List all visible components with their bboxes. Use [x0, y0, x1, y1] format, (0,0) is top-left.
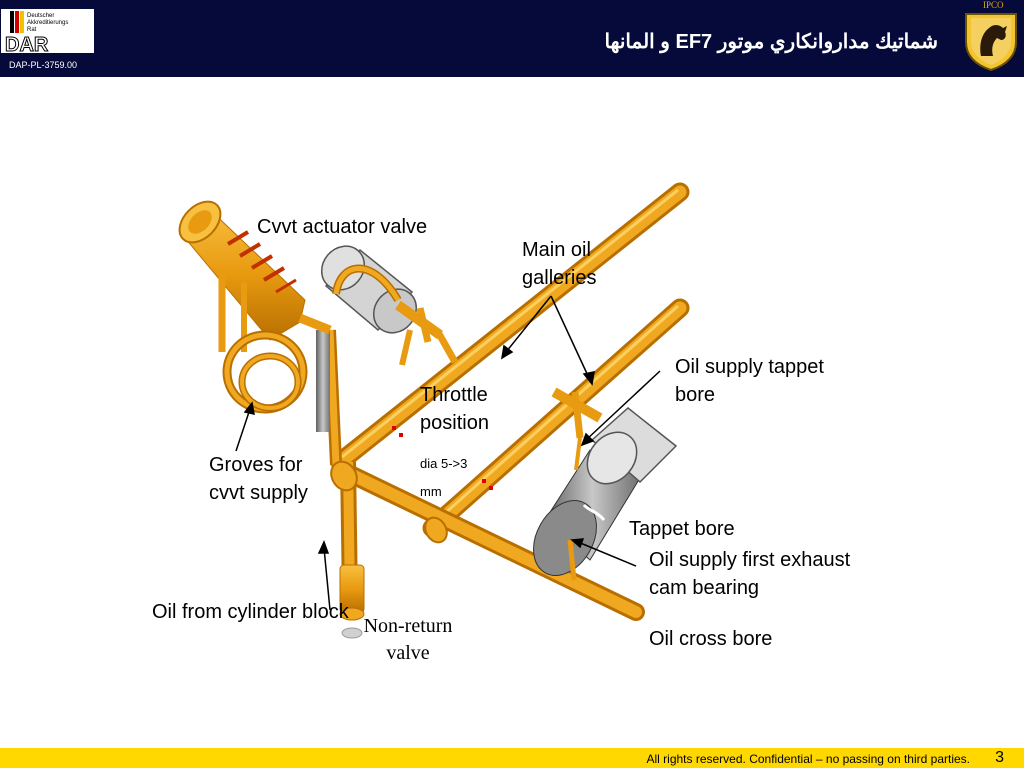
- label-dia-2: mm: [420, 484, 442, 499]
- header-bar: Deutscher Akkreditierungs Rat DAR DAP-PL…: [0, 0, 1024, 77]
- label-oil-supply-first-exhaust-cam-bearing-1: Oil supply first exhaust: [649, 549, 851, 571]
- non-return-valve: [339, 564, 365, 639]
- logo-line-3: Rat: [27, 27, 37, 33]
- logo-line-1: Deutscher: [27, 13, 54, 19]
- tappet-supply-branch: [551, 387, 603, 581]
- throttle-markers: [392, 426, 493, 490]
- page-title: شماتيك مداروانكاري موتور EF7 و المانها: [604, 31, 938, 53]
- label-main-oil-galleries-1: Main oil: [522, 239, 591, 261]
- label-oil-from-cylinder-block: Oil from cylinder block: [152, 601, 349, 623]
- ipco-shield-icon: [965, 13, 1017, 72]
- label-cvvt-actuator-valve: Cvvt actuator valve: [257, 216, 428, 238]
- oil-circuit-diagram: [178, 182, 690, 639]
- cvvt-supply-groves: [222, 330, 308, 414]
- gallery-joints: [330, 460, 448, 544]
- footer-copyright: All rights reserved. Confidential – no p…: [646, 752, 970, 766]
- logo-word: DAR: [5, 34, 49, 53]
- label-groves-for-cvvt-supply-2: cvvt supply: [209, 482, 308, 504]
- label-groves-for-cvvt-supply-1: Groves for: [209, 454, 303, 476]
- label-oil-supply-tappet-bore-2: bore: [675, 384, 716, 406]
- label-non-return-valve-2: valve: [386, 642, 430, 664]
- upper-cam-feed: [332, 264, 459, 366]
- logo-line-2: Akkreditierungs: [27, 20, 68, 26]
- label-throttle-position-1: Throttle: [420, 384, 488, 406]
- dar-logo-graphic: Deutscher Akkreditierungs Rat DAR: [5, 11, 68, 57]
- tappet-bore-cylinder: [533, 407, 678, 576]
- cvvt-gray-pipe: [316, 330, 330, 432]
- footer-bar: All rights reserved. Confidential – no p…: [0, 748, 1024, 768]
- cvvt-actuator-valve: [178, 200, 332, 352]
- brand-label: IPCO: [983, 0, 1004, 10]
- label-tappet-bore: Tappet bore: [629, 518, 735, 540]
- dar-logo: Deutscher Akkreditierungs Rat DAR: [1, 9, 94, 57]
- label-oil-supply-first-exhaust-cam-bearing-2: cam bearing: [649, 577, 760, 599]
- label-main-oil-galleries-2: galleries: [522, 267, 597, 289]
- doc-code: DAP-PL-3759.00: [9, 60, 78, 70]
- lower-main-gallery: [422, 298, 690, 538]
- page-number: 3: [995, 749, 1004, 766]
- cross-bore: [333, 461, 645, 621]
- label-non-return-valve-1: Non-return: [363, 615, 453, 637]
- leader-lines: [235, 295, 661, 611]
- label-dia-1: dia 5->3: [420, 456, 468, 471]
- upper-main-gallery: [330, 182, 690, 472]
- label-oil-cross-bore: Oil cross bore: [649, 628, 773, 650]
- label-oil-supply-tappet-bore-1: Oil supply tappet: [675, 356, 824, 378]
- label-throttle-position-2: position: [420, 412, 489, 434]
